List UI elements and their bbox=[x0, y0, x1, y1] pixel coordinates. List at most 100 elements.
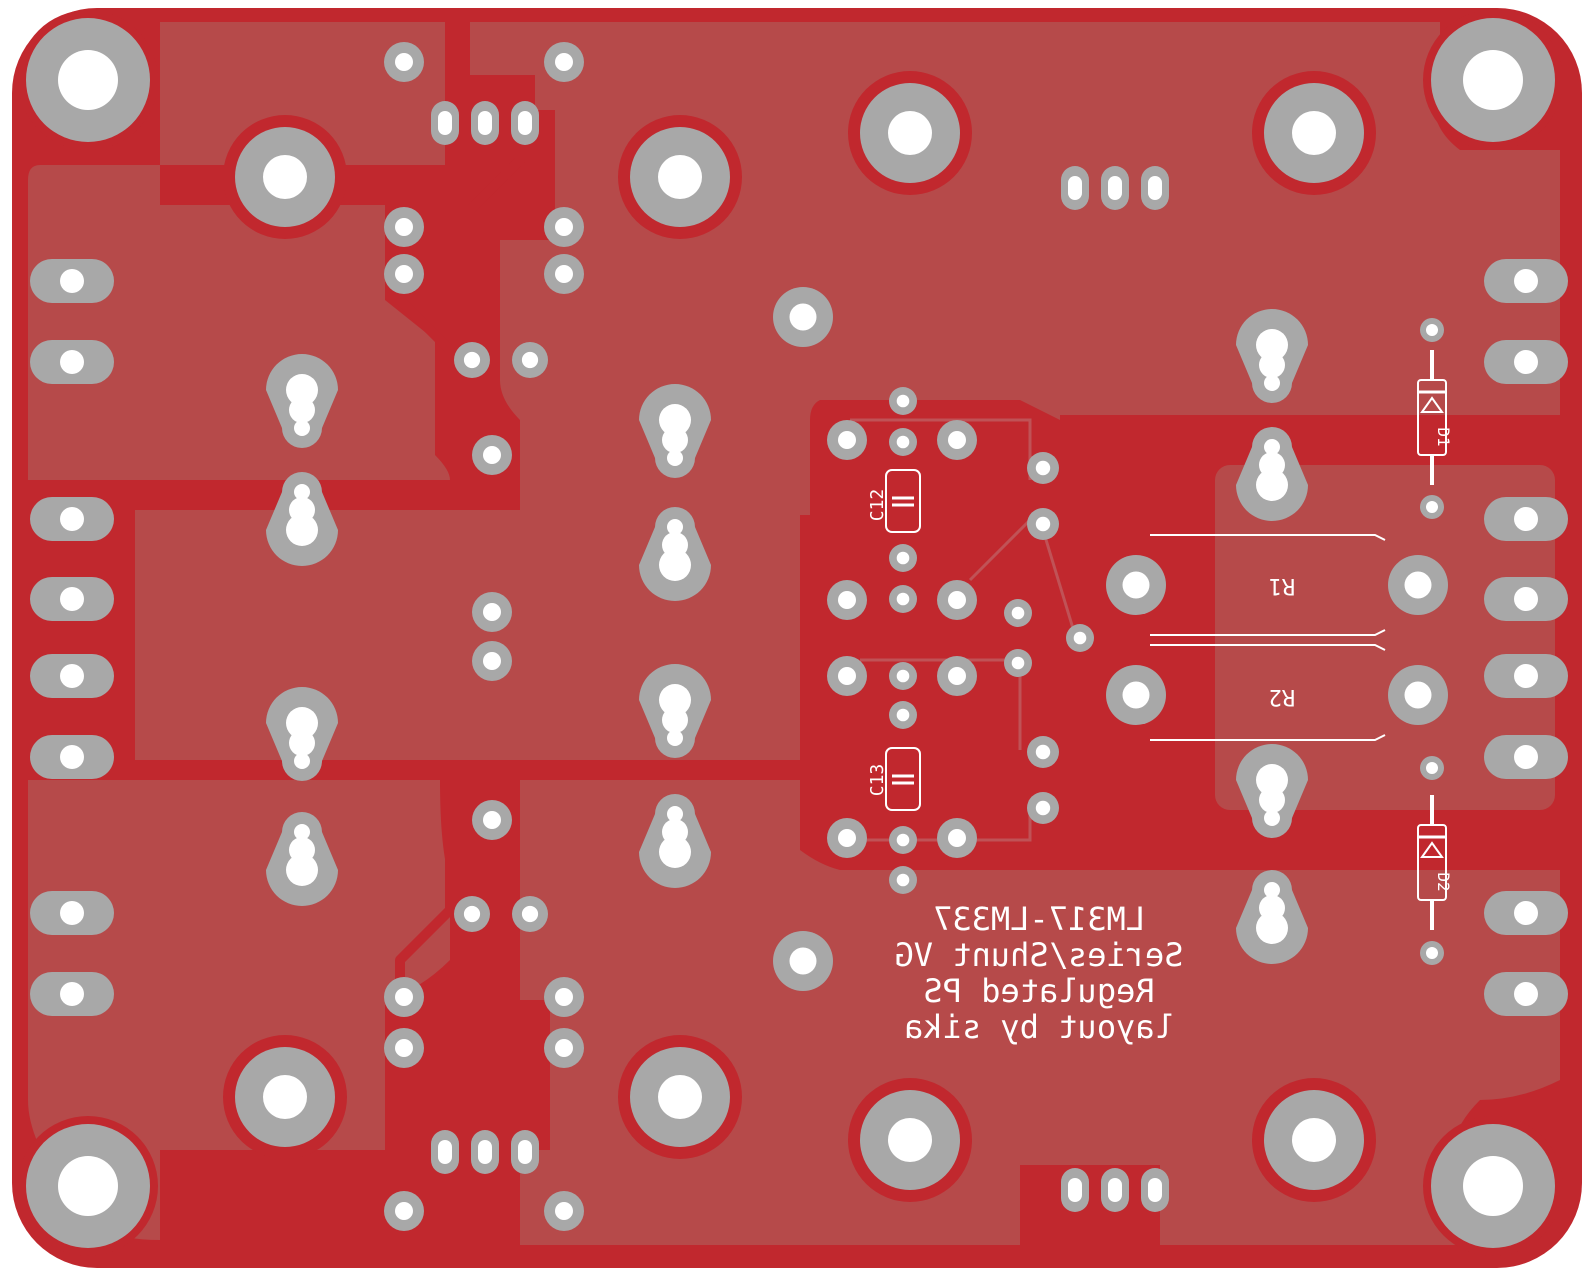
keyhole-drill bbox=[1264, 810, 1280, 826]
to220-drill bbox=[438, 1140, 452, 1164]
round-drill bbox=[948, 829, 966, 847]
round-drill bbox=[896, 551, 910, 565]
oval-drill bbox=[60, 982, 84, 1006]
round-drill bbox=[838, 829, 856, 847]
keyhole-drill bbox=[1259, 452, 1285, 478]
title-line-2: Series/Shunt VG bbox=[895, 936, 1184, 974]
round-drill bbox=[1122, 571, 1150, 599]
keyhole-drill bbox=[289, 497, 315, 523]
keyhole-drill bbox=[667, 806, 683, 822]
keyhole-drill bbox=[667, 730, 683, 746]
to220-drill bbox=[478, 1140, 492, 1164]
round-drill bbox=[555, 265, 573, 283]
mounting-drill bbox=[1463, 1156, 1523, 1216]
to220-drill bbox=[1108, 1178, 1122, 1202]
keyhole-drill bbox=[289, 397, 315, 423]
keyhole-drill bbox=[1264, 882, 1280, 898]
round-drill bbox=[1011, 656, 1025, 670]
keyhole-drill bbox=[659, 684, 691, 716]
keyhole-drill bbox=[286, 854, 318, 886]
keyhole-drill bbox=[659, 404, 691, 436]
round-drill bbox=[1035, 460, 1051, 476]
to220-drill bbox=[1068, 1178, 1082, 1202]
keyhole-drill bbox=[662, 427, 688, 453]
title-block: LM317-LM337 Series/Shunt VG Regulated PS… bbox=[895, 900, 1184, 1046]
resistor-r1-silk bbox=[1150, 534, 1386, 741]
oval-drill bbox=[60, 269, 84, 293]
mounting-drill bbox=[58, 50, 118, 110]
round-drill bbox=[789, 947, 817, 975]
round-drill bbox=[948, 431, 966, 449]
mounting-drill bbox=[888, 1118, 932, 1162]
round-drill bbox=[555, 1039, 573, 1057]
round-drill bbox=[1426, 501, 1438, 513]
to220-drill bbox=[1148, 176, 1162, 200]
keyhole-drill bbox=[1259, 352, 1285, 378]
round-drill bbox=[1426, 324, 1438, 336]
keyhole-drill bbox=[286, 707, 318, 739]
mounting-drill bbox=[1292, 1118, 1336, 1162]
round-drill bbox=[395, 988, 413, 1006]
round-drill bbox=[555, 988, 573, 1006]
keyhole-drill bbox=[1256, 469, 1288, 501]
round-drill bbox=[483, 811, 501, 829]
mounting-drill bbox=[658, 1075, 702, 1119]
keyhole-drill bbox=[294, 420, 310, 436]
to220-drill bbox=[1068, 176, 1082, 200]
d2-label: D2 bbox=[1434, 872, 1453, 891]
oval-drill bbox=[60, 664, 84, 688]
title-line-4: layout by sika bbox=[904, 1008, 1174, 1046]
oval-drill bbox=[1514, 664, 1538, 688]
round-drill bbox=[395, 53, 413, 71]
keyhole-drill bbox=[1256, 329, 1288, 361]
round-drill bbox=[395, 1202, 413, 1220]
round-drill bbox=[896, 873, 910, 887]
to220-drill bbox=[1108, 176, 1122, 200]
round-drill bbox=[838, 591, 856, 609]
to220-drill bbox=[478, 111, 492, 135]
round-drill bbox=[1035, 516, 1051, 532]
oval-drill bbox=[1514, 350, 1538, 374]
oval-drill bbox=[1514, 982, 1538, 1006]
title-line-1: LM317-LM337 bbox=[933, 900, 1145, 938]
mounting-drill bbox=[263, 155, 307, 199]
keyhole-drill bbox=[1256, 764, 1288, 796]
keyhole-drill bbox=[662, 819, 688, 845]
round-drill bbox=[483, 603, 501, 621]
diode-d2-silk bbox=[1417, 795, 1447, 930]
round-drill bbox=[521, 351, 539, 369]
keyhole-drill bbox=[286, 514, 318, 546]
mounting-drill bbox=[888, 111, 932, 155]
round-drill bbox=[838, 431, 856, 449]
round-drill bbox=[948, 591, 966, 609]
round-drill bbox=[1426, 947, 1438, 959]
r2-label: R2 bbox=[1269, 684, 1296, 709]
mounting-drill bbox=[58, 1156, 118, 1216]
title-line-3: Regulated PS bbox=[923, 972, 1154, 1010]
to220-drill bbox=[518, 1140, 532, 1164]
through-hole-pads bbox=[384, 42, 1448, 1231]
oval-drill bbox=[60, 587, 84, 611]
c13-label: C13 bbox=[867, 764, 888, 797]
round-drill bbox=[395, 1039, 413, 1057]
round-drill bbox=[948, 667, 966, 685]
to220-drill bbox=[1148, 1178, 1162, 1202]
capacitor-c12-silk bbox=[885, 469, 921, 533]
round-drill bbox=[896, 592, 910, 606]
round-drill bbox=[483, 446, 501, 464]
round-drill bbox=[395, 265, 413, 283]
mounting-holes bbox=[18, 10, 1563, 1256]
keyhole-drill bbox=[662, 707, 688, 733]
keyhole-drill bbox=[294, 824, 310, 840]
diode-d1-silk bbox=[1417, 350, 1447, 485]
connector-pads bbox=[30, 259, 1568, 1016]
round-drill bbox=[896, 394, 910, 408]
keyhole-drill bbox=[667, 519, 683, 535]
oval-drill bbox=[1514, 587, 1538, 611]
keyhole-drill bbox=[294, 753, 310, 769]
round-drill bbox=[1011, 606, 1025, 620]
mounting-drill bbox=[658, 155, 702, 199]
round-drill bbox=[1035, 800, 1051, 816]
to220-drill bbox=[518, 111, 532, 135]
